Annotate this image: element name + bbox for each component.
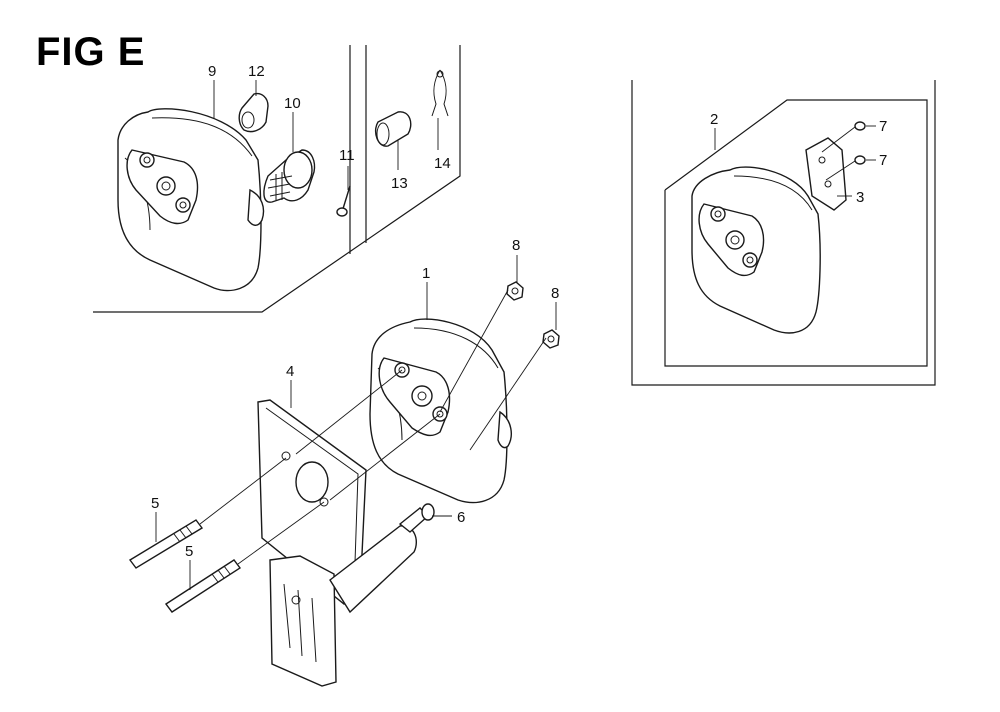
callout-7a: 7 [879,118,887,135]
callout-10: 10 [284,95,301,112]
callout-5b: 5 [185,543,193,560]
callout-13: 13 [391,175,408,192]
callout-6: 6 [457,509,465,526]
bolt-7-drawing [821,121,866,181]
screw-11-drawing [336,185,351,217]
figure-title: FIG E [36,30,146,74]
callout-8a: 8 [512,237,520,254]
callout-3: 3 [856,189,864,206]
inset-frame-right-inner [664,99,928,367]
muffler-1-drawing [369,318,512,504]
callout-2: 2 [710,111,718,128]
nut-8-drawing [506,281,560,349]
callout-5a: 5 [151,495,159,512]
muffler-9-drawing [117,108,265,292]
screen-10-drawing [263,149,316,203]
inset-frame-left [93,45,461,313]
stud-5b-drawing [164,559,242,613]
callout-9: 9 [208,63,216,80]
callout-8b: 8 [551,285,559,302]
inset-frame-right-outer [631,80,936,386]
guard-drawing [269,525,418,687]
bolt-6-drawing [398,503,435,533]
callout-4: 4 [286,363,294,380]
clip-14-drawing [431,69,449,117]
callout-12: 12 [248,63,265,80]
top-left-inset [93,45,461,313]
callout-11: 11 [339,147,355,164]
callout-1: 1 [422,265,430,282]
stud-5a-drawing [128,519,204,569]
plate-3-drawing [805,137,847,211]
callout-14: 14 [434,155,451,172]
muffler-2-drawing [691,166,821,334]
main-exploded-view [128,255,560,687]
gasket-4-drawing [257,399,367,605]
pin-13-drawing [374,111,412,147]
callout-7b: 7 [879,152,887,169]
top-right-inset [631,80,936,386]
cap-12-drawing [238,92,269,133]
